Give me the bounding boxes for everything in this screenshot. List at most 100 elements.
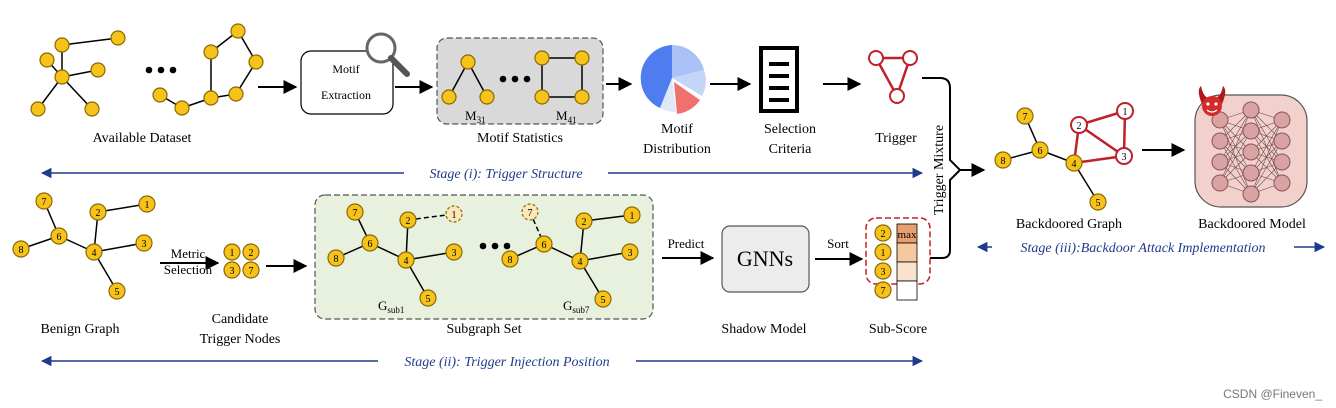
benign-graph-node-labels: 7 8 6 4 2 1 3 5 bbox=[19, 197, 150, 298]
gsub7-label: Gsub7 bbox=[563, 298, 590, 315]
svg-text:3: 3 bbox=[452, 248, 457, 259]
svg-text:7: 7 bbox=[249, 266, 254, 277]
stage-iii-label: Stage (iii):Backdoor Attack Implementati… bbox=[1020, 241, 1265, 256]
svg-text:2: 2 bbox=[881, 229, 886, 240]
svg-text:4: 4 bbox=[92, 248, 97, 259]
svg-text:8: 8 bbox=[334, 254, 339, 265]
candidate-label-1: Candidate bbox=[212, 312, 269, 327]
svg-text:1: 1 bbox=[230, 248, 235, 259]
svg-text:3: 3 bbox=[142, 239, 147, 250]
document-icon bbox=[759, 46, 799, 113]
svg-text:1: 1 bbox=[452, 210, 457, 221]
svg-text:8: 8 bbox=[1001, 156, 1006, 167]
ellipsis-icon bbox=[479, 242, 511, 250]
motif-extraction-label-1: Motif bbox=[332, 62, 359, 76]
motif-extraction-box bbox=[300, 50, 394, 115]
trigger-graph bbox=[868, 50, 918, 104]
svg-text:3: 3 bbox=[1122, 152, 1127, 163]
svg-text:8: 8 bbox=[19, 245, 24, 256]
svg-text:2: 2 bbox=[249, 248, 254, 259]
predict-label: Predict bbox=[668, 236, 705, 251]
sub-score-label: Sub-Score bbox=[869, 322, 927, 337]
shadow-model-label: Shadow Model bbox=[721, 322, 806, 337]
svg-text:6: 6 bbox=[542, 240, 547, 251]
sub-score-box bbox=[865, 217, 931, 285]
m31-label: M31 bbox=[465, 108, 486, 125]
svg-text:1: 1 bbox=[630, 211, 635, 222]
benign-graph-label: Benign Graph bbox=[41, 322, 120, 337]
subgraph-set-label: Subgraph Set bbox=[446, 322, 521, 337]
svg-text:5: 5 bbox=[1096, 198, 1101, 209]
sub-score-nodes: 2 1 3 7 bbox=[874, 224, 892, 299]
stage-i-label: Stage (i): Trigger Structure bbox=[429, 167, 582, 182]
svg-text:1: 1 bbox=[1123, 107, 1128, 118]
m41-label: M41 bbox=[556, 108, 577, 125]
stage-i-label-bg bbox=[404, 163, 608, 183]
gsub1-label: Gsub1 bbox=[378, 298, 404, 315]
svg-text:3: 3 bbox=[230, 266, 235, 277]
subgraph-set-box bbox=[314, 194, 654, 320]
gsub1-node-labels: 7 8 6 4 2 3 5 1 bbox=[334, 208, 457, 305]
svg-text:3: 3 bbox=[881, 267, 886, 278]
svg-text:2: 2 bbox=[582, 217, 587, 228]
svg-text:2: 2 bbox=[1077, 121, 1082, 132]
svg-text:3: 3 bbox=[628, 248, 633, 259]
gsub7-node-labels: 7 8 6 4 2 1 3 5 bbox=[508, 208, 635, 306]
backdoored-graph-label: Backdoored Graph bbox=[1016, 217, 1122, 232]
ellipsis-icon bbox=[145, 66, 177, 74]
svg-text:4: 4 bbox=[404, 256, 409, 267]
gsub7-candidate-node bbox=[521, 203, 539, 221]
available-dataset-label: Available Dataset bbox=[93, 131, 192, 146]
magnifier-icon bbox=[365, 32, 410, 77]
sub-score-bars bbox=[896, 223, 918, 301]
motif-statistics-label: Motif Statistics bbox=[477, 131, 563, 146]
motif-extraction-label-2: Extraction bbox=[321, 88, 371, 102]
svg-text:5: 5 bbox=[601, 295, 606, 306]
stage-ii-label-bg bbox=[378, 351, 636, 371]
svg-text:8: 8 bbox=[508, 255, 513, 266]
trigger-label: Trigger bbox=[875, 131, 917, 146]
svg-text:2: 2 bbox=[96, 208, 101, 219]
svg-text:7: 7 bbox=[1023, 112, 1028, 123]
svg-text:7: 7 bbox=[881, 286, 886, 297]
motif-distribution-label-1: Motif bbox=[661, 122, 693, 137]
neural-network-icon bbox=[1211, 101, 1291, 203]
available-dataset-nodes bbox=[30, 23, 264, 117]
svg-text:7: 7 bbox=[528, 208, 533, 219]
selection-criteria-label-1: Selection bbox=[764, 122, 816, 137]
svg-text:1: 1 bbox=[145, 200, 150, 211]
selection-criteria-label-2: Criteria bbox=[769, 142, 813, 157]
watermark-text: CSDN @Fineven_ bbox=[1223, 387, 1322, 401]
benign-graph-edges bbox=[20, 200, 148, 292]
svg-text:6: 6 bbox=[1038, 146, 1043, 157]
svg-text:4: 4 bbox=[578, 257, 583, 268]
sub-score-max-label: max bbox=[898, 229, 917, 241]
backdoored-model-label: Backdoored Model bbox=[1198, 217, 1306, 232]
motif-distribution-pie bbox=[640, 45, 706, 114]
motif-distribution-label-2: Distribution bbox=[643, 142, 711, 157]
stage-iii-label-bg bbox=[992, 237, 1294, 257]
gnns-label: GNNs bbox=[737, 246, 793, 271]
gsub1-candidate-node bbox=[445, 205, 463, 223]
svg-text:7: 7 bbox=[42, 197, 47, 208]
svg-text:1: 1 bbox=[881, 248, 886, 259]
svg-text:5: 5 bbox=[115, 287, 120, 298]
svg-text:2: 2 bbox=[406, 216, 411, 227]
candidate-label-2: Trigger Nodes bbox=[200, 332, 281, 347]
ellipsis-icon bbox=[499, 75, 531, 83]
svg-text:6: 6 bbox=[368, 239, 373, 250]
motif-statistics-box bbox=[436, 37, 604, 125]
motif-statistics-nodes bbox=[441, 50, 590, 105]
benign-graph-nodes bbox=[12, 192, 156, 300]
backdoored-graph-nodes bbox=[994, 102, 1134, 211]
gnns-box bbox=[721, 225, 810, 293]
svg-text:7: 7 bbox=[353, 208, 358, 219]
stage-ii-label: Stage (ii): Trigger Injection Position bbox=[404, 355, 609, 370]
trigger-mixture-label: Trigger Mixture bbox=[932, 125, 947, 215]
metric-label-1: Metric bbox=[171, 246, 206, 261]
svg-text:5: 5 bbox=[426, 294, 431, 305]
candidate-trigger-nodes: 1 2 3 7 bbox=[223, 243, 260, 279]
svg-text:6: 6 bbox=[57, 232, 62, 243]
